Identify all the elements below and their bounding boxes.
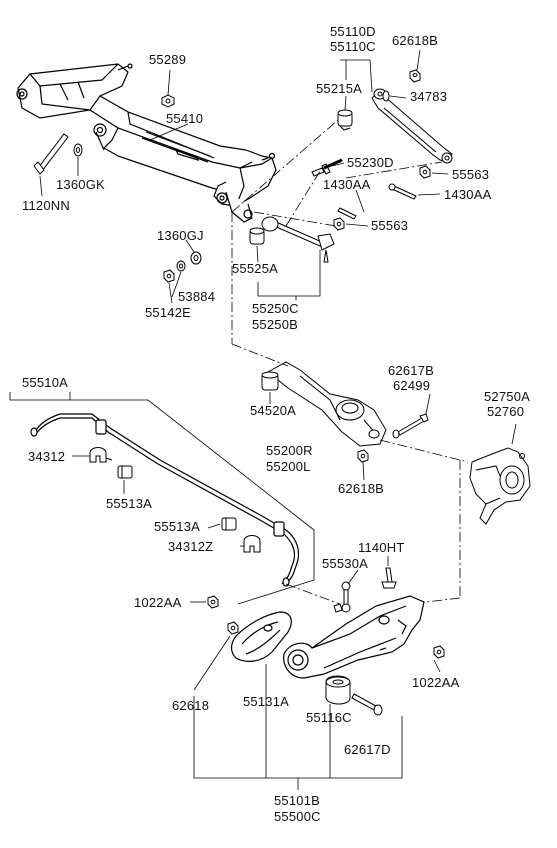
- bushing-54520a: [261, 371, 279, 391]
- part-label-55230d: 55230D: [347, 155, 394, 170]
- washer-53884: [176, 260, 186, 272]
- part-label-53884: 53884: [178, 289, 216, 304]
- part-label-55513a-b: 55513A: [154, 519, 201, 534]
- part-label-1360gk: 1360GK: [56, 177, 105, 192]
- nut-62618: [227, 621, 239, 635]
- bushing-55116c: [325, 675, 351, 705]
- stabilizer-link-part: [333, 581, 351, 613]
- part-label-55250b: 55250B: [252, 317, 299, 332]
- washer-1360gj: [190, 251, 202, 265]
- trailing-arm-part: [283, 595, 425, 679]
- part-label-62617b: 62617B: [388, 363, 435, 378]
- clamp-34312z: [243, 535, 261, 553]
- nut-62618b-top: [409, 69, 421, 83]
- part-label-62618: 62618: [172, 698, 210, 713]
- washer-34783: [382, 90, 390, 102]
- part-label-34312z: 34312Z: [168, 539, 214, 554]
- part-label-1360gj: 1360GJ: [157, 228, 204, 243]
- part-label-55250c: 55250C: [252, 301, 299, 316]
- part-label-1022aa-a: 1022AA: [134, 595, 182, 610]
- part-label-1022aa-b: 1022AA: [412, 675, 460, 690]
- part-label-62499: 62499: [393, 378, 431, 393]
- part-label-55110d: 55110D: [330, 24, 376, 39]
- bushing-55513a-a: [117, 465, 133, 479]
- washer-1360gk: [73, 143, 83, 157]
- toe-link-part: [261, 216, 335, 263]
- part-label-55289: 55289: [149, 52, 187, 67]
- part-label-55110c: 55110C: [330, 39, 376, 54]
- bolt-55230d: [311, 158, 343, 177]
- nut-55563-a: [419, 165, 431, 179]
- part-label-1120nn: 1120NN: [22, 198, 70, 213]
- part-label-52750a: 52750A: [484, 389, 531, 404]
- subframe-part: [16, 63, 277, 223]
- part-label-1430aa-a: 1430AA: [323, 177, 371, 192]
- part-label-55200l: 55200L: [266, 459, 311, 474]
- bolt-1430aa-a: [388, 183, 417, 200]
- part-label-55513a-a: 55513A: [106, 496, 153, 511]
- upper-arm-part: [371, 88, 453, 164]
- part-label-55525a: 55525A: [232, 261, 279, 276]
- part-label-52760: 52760: [487, 404, 525, 419]
- nut-55563-b: [333, 217, 345, 231]
- part-label-55563-b: 55563: [371, 218, 409, 233]
- part-label-34783: 34783: [410, 89, 448, 104]
- part-label-54520a: 54520A: [250, 403, 297, 418]
- bracket-55131a: [230, 611, 292, 662]
- part-label-62618b-top: 62618B: [392, 33, 439, 48]
- bolt-62617b: [392, 413, 429, 439]
- bushing-55525a: [249, 227, 265, 245]
- nut-1022aa-a: [207, 595, 219, 609]
- bolt-1140ht: [381, 567, 397, 589]
- part-label-55410: 55410: [166, 111, 204, 126]
- bolt-1430aa-b: [337, 207, 357, 220]
- part-label-55563-a: 55563: [452, 167, 490, 182]
- part-label-62617d: 62617D: [344, 742, 391, 757]
- part-label-55530a: 55530A: [322, 556, 369, 571]
- nut-55142e: [163, 269, 175, 283]
- nut-62618b-mid: [357, 449, 369, 463]
- part-label-34312: 34312: [28, 449, 66, 464]
- clamp-34312: [89, 447, 113, 463]
- part-label-55131a: 55131A: [243, 694, 290, 709]
- nut-55289: [161, 94, 175, 108]
- bushing-55215a: [337, 109, 353, 131]
- stabilizer-bar-part: [30, 413, 300, 587]
- part-label-1140ht: 1140HT: [358, 540, 405, 555]
- nut-1022aa-b: [433, 645, 445, 659]
- bolt-1120nn: [33, 133, 69, 175]
- part-label-62618b-mid: 62618B: [338, 481, 385, 496]
- part-label-55101b: 55101B: [274, 793, 321, 808]
- part-label-55142e: 55142E: [145, 305, 192, 320]
- part-label-55500c: 55500C: [274, 809, 321, 824]
- part-label-55510a: 55510A: [22, 375, 69, 390]
- part-label-55200r: 55200R: [266, 443, 313, 458]
- part-label-55215a: 55215A: [316, 81, 363, 96]
- bolt-62617d: [351, 693, 383, 716]
- lower-arm-part: [267, 361, 387, 447]
- part-label-55116c: 55116C: [306, 710, 352, 725]
- part-label-1430aa-b: 1430AA: [444, 187, 492, 202]
- knuckle-part: [469, 447, 531, 525]
- bushing-55513a-b: [221, 517, 237, 531]
